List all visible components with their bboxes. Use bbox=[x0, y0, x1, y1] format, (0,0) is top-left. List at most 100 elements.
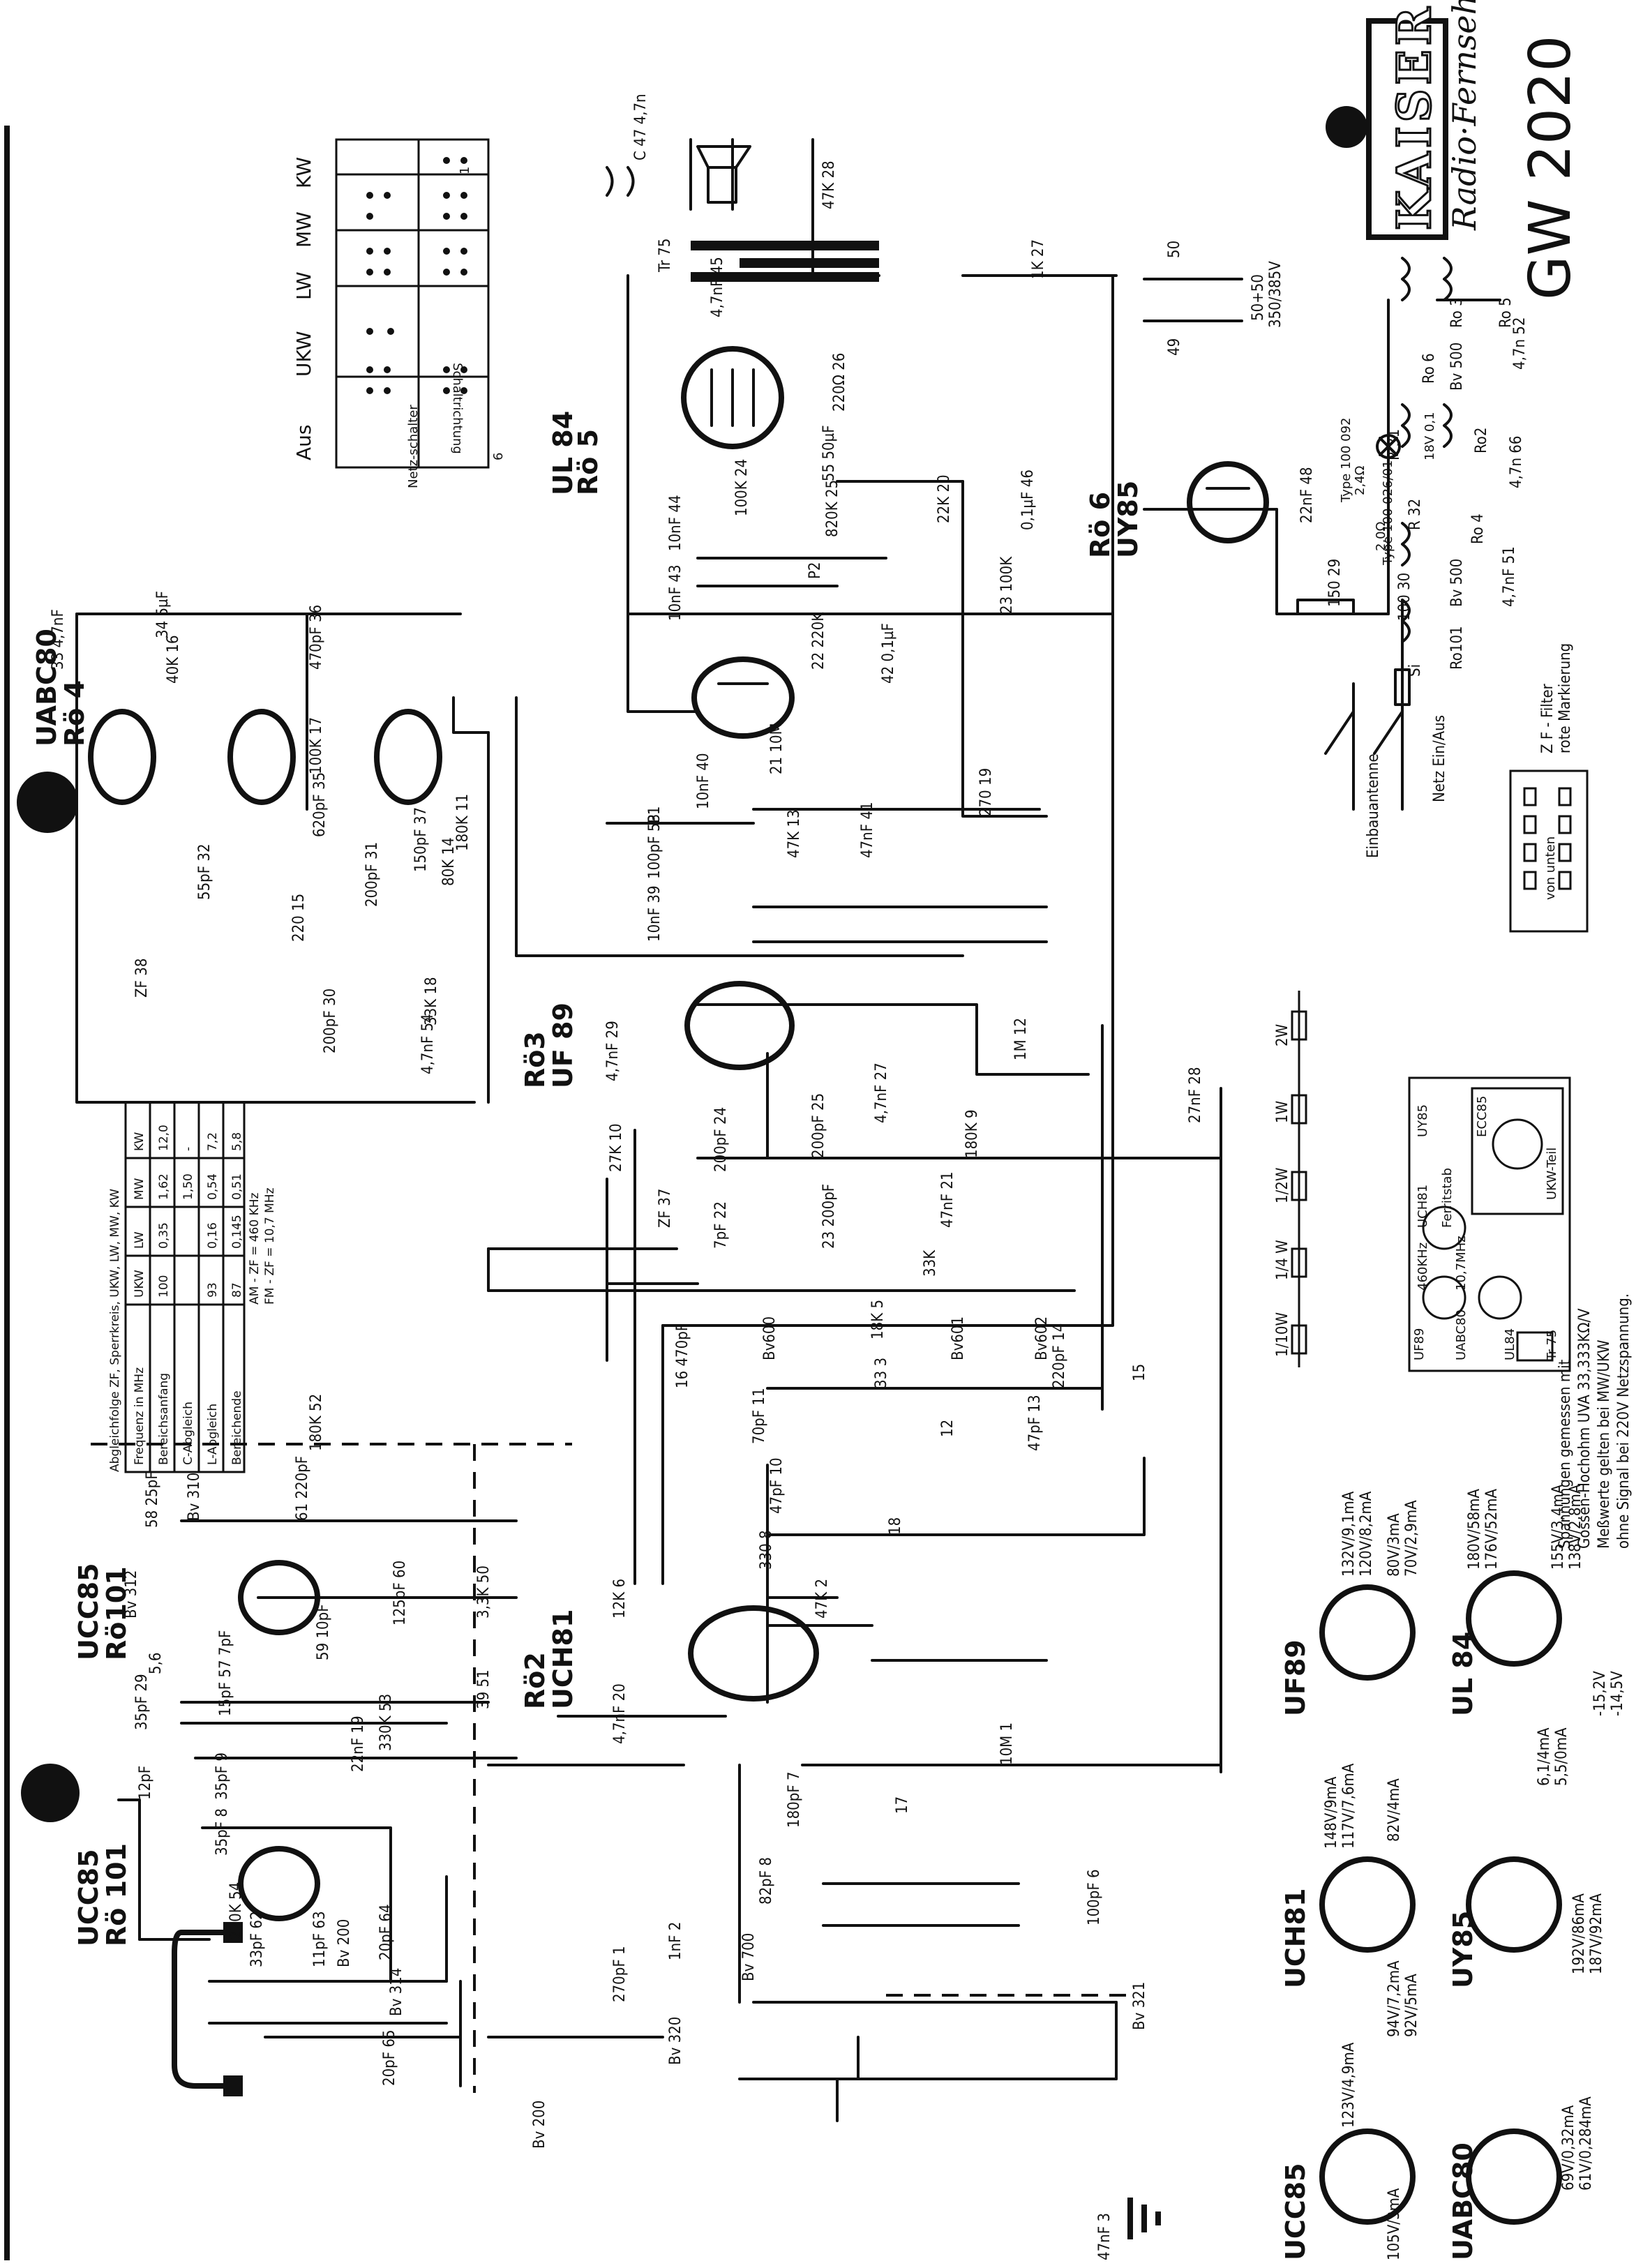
table-row-label: L-Abgleich bbox=[206, 1404, 220, 1465]
legend-tenth-w: 1/10W bbox=[1274, 1312, 1291, 1357]
c25-label: 200pF 25 bbox=[810, 1093, 827, 1158]
r20-label: 22K 20 bbox=[936, 474, 953, 523]
chassis-label: UCH81 bbox=[1416, 1185, 1430, 1228]
base-value: 117V/7,6mA bbox=[1340, 1763, 1358, 1849]
c66-label: 4,7n 66 bbox=[1508, 436, 1525, 488]
base-value: 61V/0,284mA bbox=[1577, 2096, 1595, 2191]
c49-label: 49 bbox=[1166, 338, 1183, 356]
voltage-notes: Spannungen gemessen mit Gossen-Hochohm U… bbox=[1556, 1293, 1633, 1549]
table-cell: 0,145 bbox=[230, 1215, 244, 1249]
base-label-uabc80: UABC80 bbox=[1448, 2142, 1478, 2260]
base-value: 92V/5mA bbox=[1403, 1974, 1420, 2037]
model-number: GW 2020 bbox=[1517, 36, 1584, 300]
switch-label-kw: KW bbox=[292, 157, 315, 188]
c18-label: 18 bbox=[887, 1517, 904, 1535]
r32-label: R 32 bbox=[1406, 499, 1424, 530]
c59-label: 59 10pF bbox=[315, 1604, 332, 1660]
base-value: 123V/4,9mA bbox=[1340, 2042, 1358, 2128]
c19-label: 22nF 19 bbox=[350, 1715, 367, 1772]
r31-label: R 31 bbox=[1386, 429, 1403, 460]
base-label-uy85: UY85 bbox=[1448, 1911, 1478, 1988]
c56-label: 5,6 bbox=[147, 1653, 165, 1674]
tr75-label: Tr 75 bbox=[657, 239, 674, 273]
c17-label: 17 bbox=[894, 1796, 911, 1814]
ro5-label: Ro 5 bbox=[1497, 297, 1515, 328]
base-value: 155V/3,4mA bbox=[1550, 1484, 1567, 1570]
c8-label: 82pF 8 bbox=[758, 1857, 775, 1905]
table-cell: 5,8 bbox=[230, 1132, 244, 1151]
bv310-label: Bv 310 bbox=[186, 1473, 203, 1521]
tube-label-uabc80: UABC80 bbox=[31, 629, 62, 746]
r11-label: 180K 11 bbox=[454, 794, 472, 851]
antenna-builtin-label: Einbauantenne bbox=[1365, 753, 1382, 858]
base-value: 138V/2,8mA bbox=[1567, 1484, 1584, 1570]
r15-label: 220 15 bbox=[290, 894, 308, 942]
tube-ucc85-symbol-b bbox=[238, 1846, 320, 1921]
row-number: 1 bbox=[458, 167, 472, 174]
brand-box bbox=[1366, 18, 1448, 240]
r2-label: 47K 2 bbox=[813, 1579, 831, 1619]
c10-label: 47pF 10 bbox=[768, 1457, 786, 1514]
tube-pos-ro101-a: Rö101 bbox=[101, 1566, 132, 1660]
r14-label: 80K 14 bbox=[440, 837, 458, 886]
voltage-note-line: ohne Signal bei 220V Netzspannung. bbox=[1615, 1293, 1633, 1549]
c21-label: 47nF 21 bbox=[939, 1171, 956, 1228]
tube-label-uf89: UF 89 bbox=[548, 1002, 578, 1088]
c35-label: 620pF 35 bbox=[311, 772, 329, 837]
base-value: 5,5/0mA bbox=[1553, 1727, 1570, 1786]
r29-label: 150 29 bbox=[1326, 559, 1344, 607]
tube-label-uch81: UCH81 bbox=[548, 1609, 578, 1709]
c15-label: 15 bbox=[1131, 1364, 1148, 1381]
c62-label: 33pF 62 bbox=[248, 1911, 266, 1967]
fuse-label: Si bbox=[1406, 664, 1424, 677]
c55-label: 55 50µF bbox=[820, 425, 838, 481]
c2-label: 1nF 2 bbox=[667, 1922, 684, 1960]
c47-label: C 47 4,7n bbox=[632, 93, 650, 160]
table-cell: 0,51 bbox=[230, 1173, 244, 1200]
tube-ul84-symbol bbox=[681, 346, 784, 449]
r30-label: 100 30 bbox=[1396, 573, 1413, 621]
table-cell: 0,35 bbox=[157, 1222, 171, 1249]
ro2-label: Ro2 bbox=[1473, 428, 1490, 453]
r21-label: 21 10M bbox=[768, 723, 786, 774]
table-cell: 0,16 bbox=[206, 1222, 220, 1249]
tube-base-diagrams: UF89 UL 84 UCH81 UY85 UCC85 UABC80 132V/… bbox=[1280, 1484, 1626, 2260]
table-row-label: Bereichende bbox=[230, 1390, 244, 1465]
c12-label: 12 bbox=[939, 1420, 956, 1437]
ground-icon bbox=[1127, 2198, 1161, 2239]
switch-label-lw: LW bbox=[292, 271, 315, 300]
base-label-ul84: UL 84 bbox=[1448, 1632, 1478, 1716]
binder-hole bbox=[17, 772, 78, 833]
ro4-label: Ro 4 bbox=[1469, 513, 1487, 544]
c13-label: 47pF 13 bbox=[1026, 1395, 1044, 1451]
c7-label: 180pF 7 bbox=[786, 1771, 803, 1828]
table-cell: 1,50 bbox=[181, 1173, 195, 1200]
base-value: 105V/3mA bbox=[1386, 2188, 1403, 2260]
chassis-label: Ferritstab bbox=[1440, 1168, 1455, 1228]
c44-label: 10nF 44 bbox=[667, 495, 684, 551]
bv700-label: Bv 700 bbox=[740, 1933, 758, 1981]
ro6-label: Ro 6 bbox=[1420, 353, 1438, 384]
zf-filter-title: Z F - Filter bbox=[1539, 683, 1556, 753]
r50-label: 3,3K 50 bbox=[475, 1565, 493, 1619]
base-value: -15,2V bbox=[1591, 1671, 1609, 1716]
c31-label: 200pF 31 bbox=[363, 842, 381, 907]
c54-label: 4,7nF 54 bbox=[419, 1014, 437, 1074]
tube-pos-ro3: Rö3 bbox=[520, 1031, 550, 1088]
c52-label: 4,7n 52 bbox=[1511, 317, 1529, 370]
r26-label: 220Ω 26 bbox=[831, 353, 848, 412]
lamp-type2-label: Type 100 026/01 bbox=[1381, 460, 1395, 566]
zf-filter-diagram: Z F - Filter rote Markierung von unten bbox=[1509, 643, 1589, 933]
r5-label: 18K 5 bbox=[869, 1300, 887, 1339]
tube-uabc80-output-stage bbox=[691, 656, 795, 739]
band-switch-panel: Aus UKW LW MW KW Netz-schalter Schaltric… bbox=[292, 138, 506, 488]
c45-label: 4,7nF 45 bbox=[709, 257, 726, 317]
table-header: MW bbox=[133, 1178, 147, 1200]
table-cell: 87 bbox=[230, 1282, 244, 1298]
antenna-icon bbox=[606, 166, 614, 197]
p2-label: P2 bbox=[807, 562, 824, 579]
chassis-layout-panel: UY85 ECC85 UKW-Teil UCH81 Ferritstab 460… bbox=[1408, 1076, 1571, 1372]
chassis-label: 10,7MHz bbox=[1454, 1236, 1469, 1291]
supply-cap-label: 50+50 bbox=[1250, 274, 1267, 321]
base-value: 70V/2,9mA bbox=[1403, 1500, 1420, 1577]
